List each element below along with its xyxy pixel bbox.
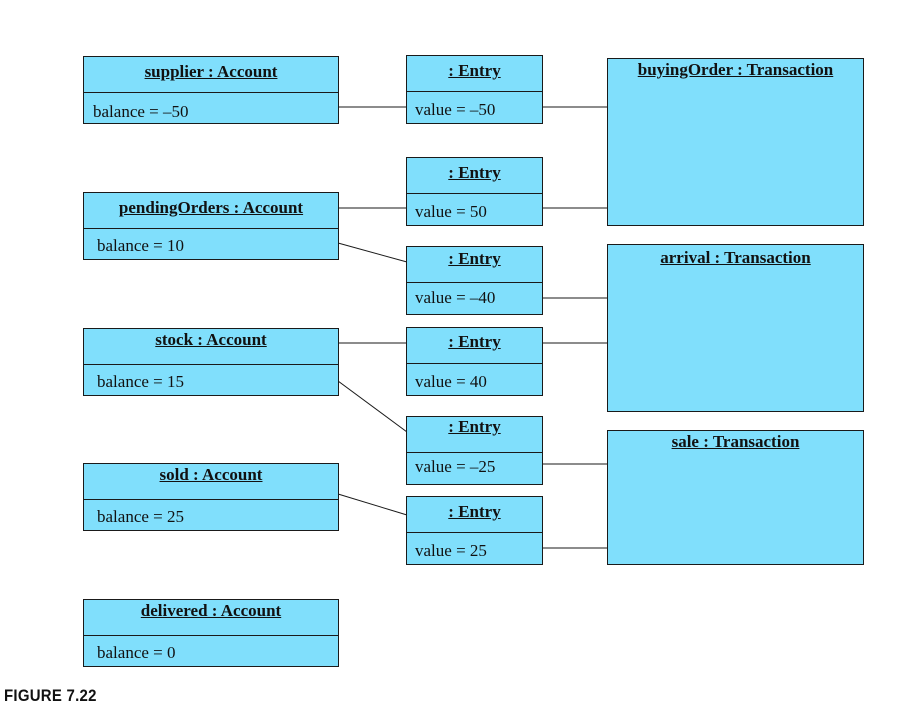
figure-caption: FIGURE 7.22 [4, 686, 97, 705]
compartment-divider [407, 91, 542, 92]
account-stock: stock : Account balance = 15 [83, 328, 339, 396]
link-sold-entry6 [337, 493, 408, 516]
compartment-divider [84, 364, 338, 365]
entry-5: : Entry value = –25 [406, 416, 543, 485]
entry-3: : Entry value = –40 [406, 246, 543, 315]
account-balance: balance = 15 [97, 372, 184, 391]
account-title: supplier : Account [144, 62, 278, 81]
account-title: pendingOrders : Account [118, 198, 304, 217]
entry-2: : Entry value = 50 [406, 157, 543, 226]
entry-1: : Entry value = –50 [406, 55, 543, 124]
transaction-sale: sale : Transaction [607, 430, 864, 565]
account-balance: balance = 25 [97, 507, 184, 526]
transaction-title: arrival : Transaction [660, 248, 811, 267]
entry-6: : Entry value = 25 [406, 496, 543, 565]
compartment-divider [407, 193, 542, 194]
compartment-divider [84, 635, 338, 636]
compartment-divider [407, 282, 542, 283]
compartment-divider [407, 363, 542, 364]
transaction-buyingorder: buyingOrder : Transaction [607, 58, 864, 226]
entry-value: value = 25 [415, 541, 487, 560]
account-sold: sold : Account balance = 25 [83, 463, 339, 531]
entry-value: value = –50 [415, 100, 496, 119]
compartment-divider [407, 532, 542, 533]
compartment-divider [407, 452, 542, 453]
entry-value: value = –25 [415, 457, 496, 476]
compartment-divider [84, 499, 338, 500]
entry-title: : Entry [448, 61, 501, 80]
transaction-title: buyingOrder : Transaction [637, 60, 834, 79]
account-title: stock : Account [155, 330, 267, 349]
transaction-arrival: arrival : Transaction [607, 244, 864, 412]
entry-title: : Entry [448, 163, 501, 182]
compartment-divider [84, 92, 338, 93]
account-balance: balance = 10 [97, 236, 184, 255]
account-title: sold : Account [159, 465, 263, 484]
account-title: delivered : Account [140, 601, 282, 620]
account-balance: balance = 0 [97, 643, 176, 662]
entry-value: value = 40 [415, 372, 487, 391]
account-pendingorders: pendingOrders : Account balance = 10 [83, 192, 339, 260]
compartment-divider [84, 228, 338, 229]
entry-value: value = –40 [415, 288, 496, 307]
entry-title: : Entry [448, 502, 501, 521]
account-balance: balance = –50 [93, 102, 189, 121]
entry-4: : Entry value = 40 [406, 327, 543, 396]
entry-title: : Entry [448, 417, 501, 436]
entry-value: value = 50 [415, 202, 487, 221]
entry-title: : Entry [448, 332, 501, 351]
link-stock-entry5 [337, 380, 408, 433]
transaction-title: sale : Transaction [671, 432, 800, 451]
account-delivered: delivered : Account balance = 0 [83, 599, 339, 667]
account-supplier: supplier : Account balance = –50 [83, 56, 339, 124]
entry-title: : Entry [448, 249, 501, 268]
link-pendingorders-entry3 [337, 242, 408, 263]
